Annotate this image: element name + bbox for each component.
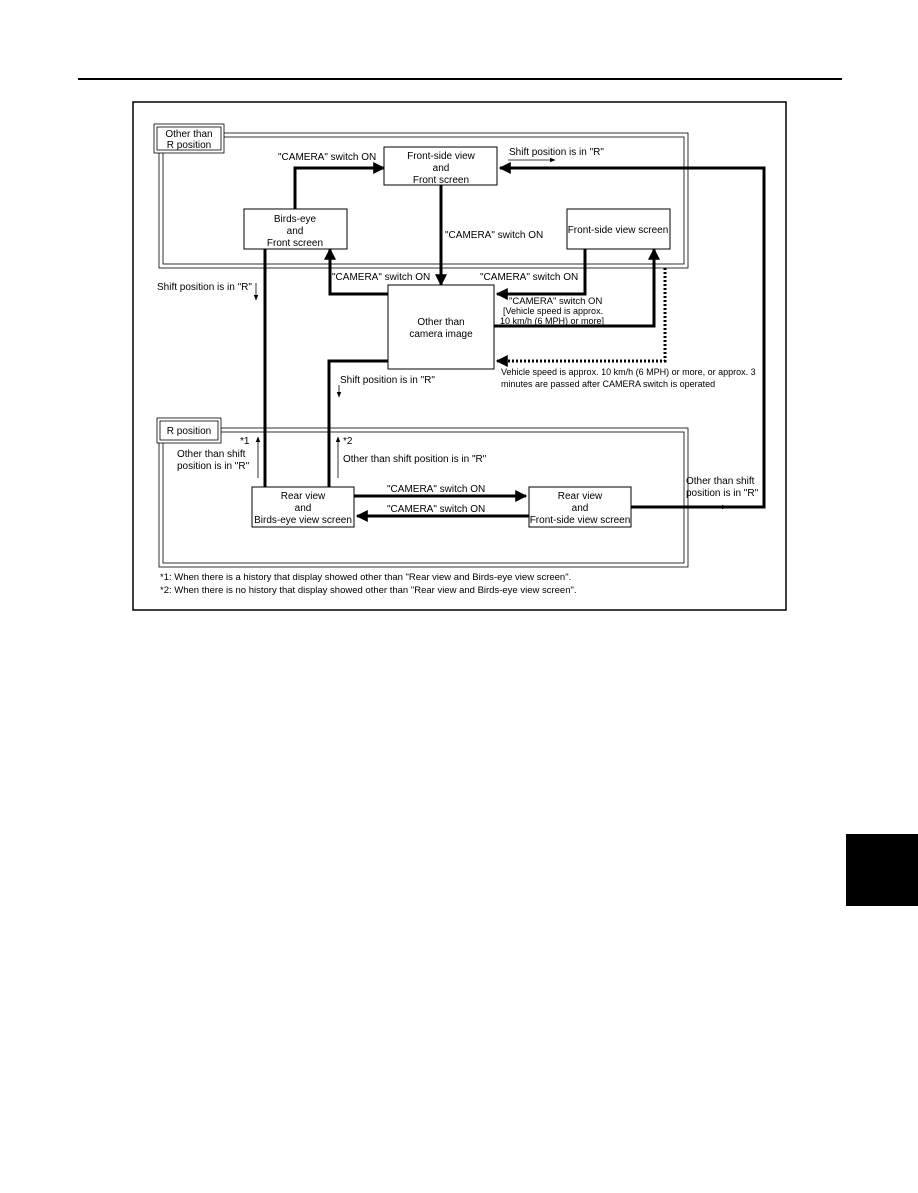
box-rear-view-and-front-side: Rear view and Front-side view screen: [528, 486, 632, 528]
zone-label-line: R position: [167, 140, 211, 151]
svg-text:[Vehicle speed is approx.: [Vehicle speed is approx.: [503, 306, 603, 316]
label-camera-switch-bottom1: "CAMERA" switch ON: [387, 484, 485, 495]
svg-text:camera image: camera image: [409, 329, 473, 340]
label-shift-r-top: Shift position is in "R": [509, 147, 604, 158]
svg-text:Vehicle speed is approx. 10 km: Vehicle speed is approx. 10 km/h (6 MPH)…: [501, 367, 756, 377]
dotted-arrow-timeout-to-other-than-camera: [495, 268, 667, 367]
label-camera-switch-center: "CAMERA" switch ON: [445, 230, 543, 241]
zone-other-than-r: [158, 132, 689, 269]
svg-text:Front-side view screen: Front-side view screen: [568, 225, 669, 236]
svg-text:Rear view: Rear view: [281, 491, 326, 502]
label-camera-switch-bottom2: "CAMERA" switch ON: [387, 504, 485, 515]
svg-text:position is in "R": position is in "R": [686, 488, 759, 499]
section-tab-marker: [846, 834, 918, 906]
arrow-other-than-camera-to-front-side-screen: [494, 247, 660, 328]
label-camera-switch-top: "CAMERA" switch ON: [278, 152, 376, 163]
svg-text:Other than: Other than: [417, 317, 464, 328]
svg-text:R position: R position: [167, 426, 211, 437]
box-front-side-view-screen: Front-side view screen: [566, 208, 671, 250]
label-star2: *2: [343, 436, 353, 447]
svg-text:Birds-eye view screen: Birds-eye view screen: [254, 515, 352, 526]
box-rear-view-and-birds-eye: Rear view and Birds-eye view screen: [251, 486, 355, 528]
line-rear-view-to-other-than-camera: [327, 359, 388, 487]
label-star1: *1: [240, 436, 250, 447]
box-other-than-camera-image: Other than camera image: [387, 284, 495, 370]
label-other-than-shift-mid: Other than shift position is in "R": [343, 454, 487, 465]
annotation-arrows: [253, 157, 728, 510]
label-camera-switch-right: "CAMERA" switch ON: [480, 272, 578, 283]
label-vehicle-speed-note: Vehicle speed is approx. 10 km/h (6 MPH)…: [501, 367, 756, 389]
label-shift-r-left: Shift position is in "R": [157, 282, 252, 293]
label-camera-speed-note: "CAMERA" switch ON [Vehicle speed is app…: [500, 296, 604, 326]
svg-text:and: and: [433, 163, 450, 174]
label-camera-switch-left: "CAMERA" switch ON: [332, 272, 430, 283]
svg-text:10 km/h (6 MPH) or more]: 10 km/h (6 MPH) or more]: [500, 316, 604, 326]
footnote-1: *1: When there is a history that display…: [160, 572, 571, 583]
arrow-front-side-screen-to-other-than-camera: [495, 249, 587, 300]
svg-text:and: and: [295, 503, 312, 514]
label-shift-r-mid: Shift position is in "R": [340, 375, 435, 386]
svg-text:"CAMERA" switch ON: "CAMERA" switch ON: [509, 296, 602, 307]
svg-text:Front screen: Front screen: [267, 238, 323, 249]
figure-frame: [132, 101, 787, 611]
zone-label-other-than-r: Other than R position: [153, 123, 225, 154]
zone-r-position: [158, 427, 689, 568]
svg-text:minutes are passed after CAMER: minutes are passed after CAMERA switch i…: [501, 379, 715, 389]
svg-text:Birds-eye: Birds-eye: [274, 214, 317, 225]
svg-text:Other than shift: Other than shift: [177, 449, 246, 460]
box-front-side-view-and-front: Front-side view and Front screen: [383, 146, 498, 186]
label-other-than-shift-right: Other than shift position is in "R": [686, 476, 759, 499]
svg-text:and: and: [287, 226, 304, 237]
svg-text:Rear view: Rear view: [558, 491, 603, 502]
label-other-than-shift-left: Other than shift position is in "R": [177, 449, 250, 472]
svg-text:and: and: [572, 503, 589, 514]
svg-text:Other than shift: Other than shift: [686, 476, 755, 487]
arrow-other-than-camera-to-birds-eye: [324, 247, 388, 296]
arrow-birds-eye-to-front-side: [293, 162, 386, 209]
svg-text:Front-side view: Front-side view: [407, 151, 476, 162]
footnote-2: *2: When there is no history that displa…: [160, 585, 577, 596]
zone-label-line: Other than: [165, 129, 212, 140]
svg-text:position is in "R": position is in "R": [177, 461, 250, 472]
svg-text:Front screen: Front screen: [413, 175, 469, 186]
zone-label-r-position: R position: [156, 417, 222, 444]
svg-text:Front-side view screen: Front-side view screen: [530, 515, 631, 526]
box-birds-eye-and-front: Birds-eye and Front screen: [243, 208, 348, 250]
